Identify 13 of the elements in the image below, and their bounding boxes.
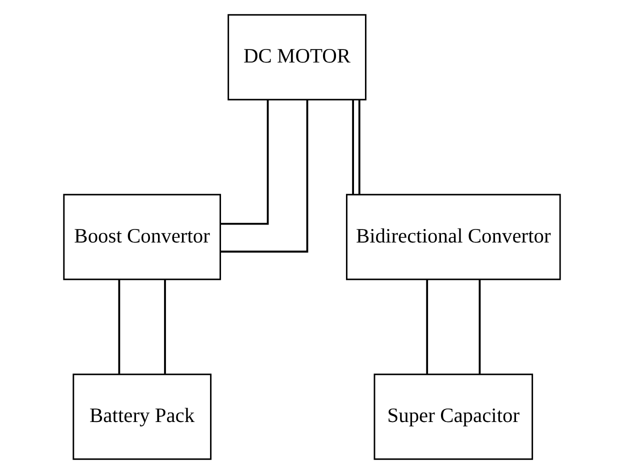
connector [164,279,166,374]
node-box: Battery Pack [72,373,212,460]
connector [221,99,269,224]
connector [220,99,308,252]
node-box: DC MOTOR [228,14,366,100]
connector [358,99,360,194]
connector [352,99,354,194]
node-box: Super Capacitor [374,373,534,460]
node-box: Boost Convertor [63,193,222,280]
connector [478,279,481,374]
connector [118,279,120,374]
connector [426,279,428,374]
node-box: Bidirectional Convertor [346,193,561,280]
